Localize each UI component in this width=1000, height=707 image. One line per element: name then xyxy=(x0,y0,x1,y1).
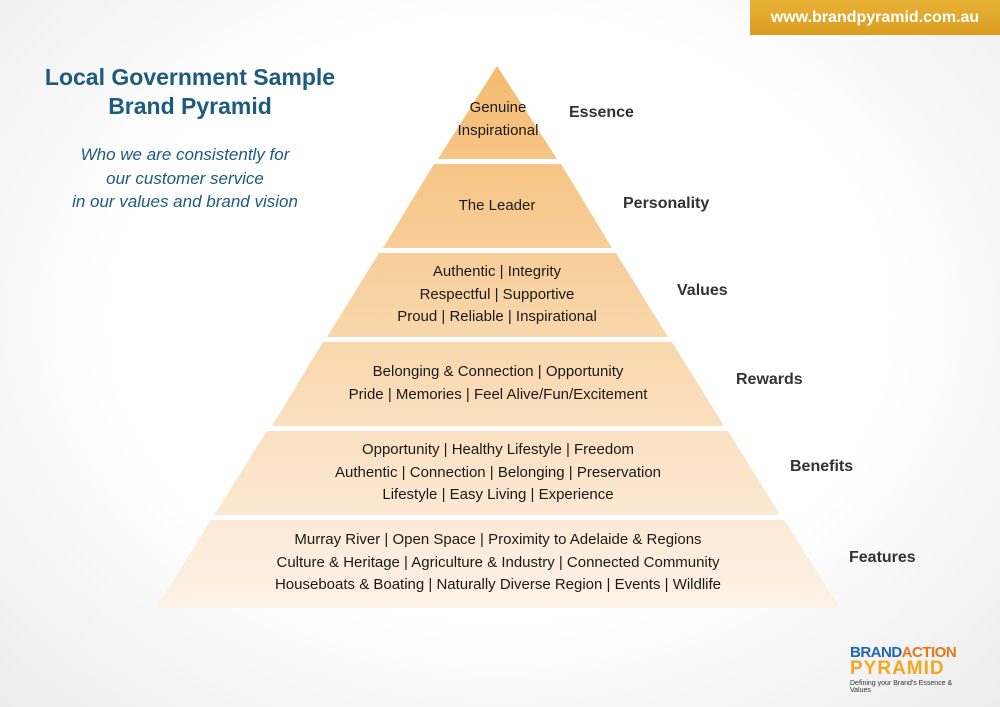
pyramid-layer-essence xyxy=(438,66,557,159)
text-line: Houseboats & Boating | Naturally Diverse… xyxy=(274,576,722,593)
layer-label-personality: Personality xyxy=(623,195,710,212)
layer-label-essence: Essence xyxy=(569,104,634,121)
pyramid-layer-rewards xyxy=(272,342,724,426)
text-line: Defining your Brand's Essence & Values xyxy=(850,680,953,694)
text-line: Murray River | Open Space | Proximity to… xyxy=(294,531,702,548)
text-line: Opportunity | Healthy Lifestyle | Freedo… xyxy=(361,441,635,458)
text-line: PYRAMID xyxy=(850,658,945,679)
text-line: ACTION xyxy=(901,644,957,661)
subtitle-line: our customer service xyxy=(106,168,264,188)
pyramid-layer-features xyxy=(156,520,840,608)
pyramid-layer-personality xyxy=(383,164,612,248)
text-line: Belonging & Connection | Opportunity xyxy=(372,363,624,380)
features-text: Murray River | Open Space | Proximity to… xyxy=(275,529,721,597)
text-line: The Leader xyxy=(458,197,536,214)
pyramid-layer-values xyxy=(327,253,668,337)
layer-label-values: Values xyxy=(677,282,728,299)
text-line: Inspirational xyxy=(457,121,539,139)
text-line: Pride | Memories | Feel Alive/Fun/Excite… xyxy=(348,385,648,403)
website-url[interactable]: www.brandpyramid.com.au xyxy=(770,8,980,26)
text-line: Lifestyle | Easy Living | Experience xyxy=(382,486,614,503)
text-line: Genuine xyxy=(469,99,527,116)
personality-text: The Leader xyxy=(459,195,536,218)
text-line: BRAND xyxy=(850,644,902,661)
title-line: Local Government Sample xyxy=(44,64,336,90)
subtitle: Who we are consistently for our customer … xyxy=(20,143,350,214)
benefits-text: Opportunity | Healthy Lifestyle | Freedo… xyxy=(335,439,661,507)
pyramid-layer-benefits xyxy=(214,431,780,515)
text-line: Respectful | Supportive xyxy=(419,285,575,303)
subtitle-line: Who we are consistently for xyxy=(80,145,290,164)
text-line: Authentic | Integrity xyxy=(432,263,562,280)
subtitle-line: in our values and brand vision xyxy=(72,192,298,211)
website-banner[interactable]: www.brandpyramid.com.au xyxy=(750,0,1000,35)
text-line: Culture & Heritage | Agriculture & Indus… xyxy=(276,553,720,571)
layer-label-features: Features xyxy=(849,549,916,566)
text-line: Proud | Reliable | Inspirational xyxy=(397,308,597,325)
brandaction-pyramid-logo: BRANDACTION PYRAMID Defining your Brand'… xyxy=(850,645,970,694)
text-line: Authentic | Connection | Belonging | Pre… xyxy=(334,463,662,481)
layer-label-rewards: Rewards xyxy=(736,371,803,388)
title-line: Brand Pyramid xyxy=(108,93,272,119)
layer-label-benefits: Benefits xyxy=(790,458,854,475)
